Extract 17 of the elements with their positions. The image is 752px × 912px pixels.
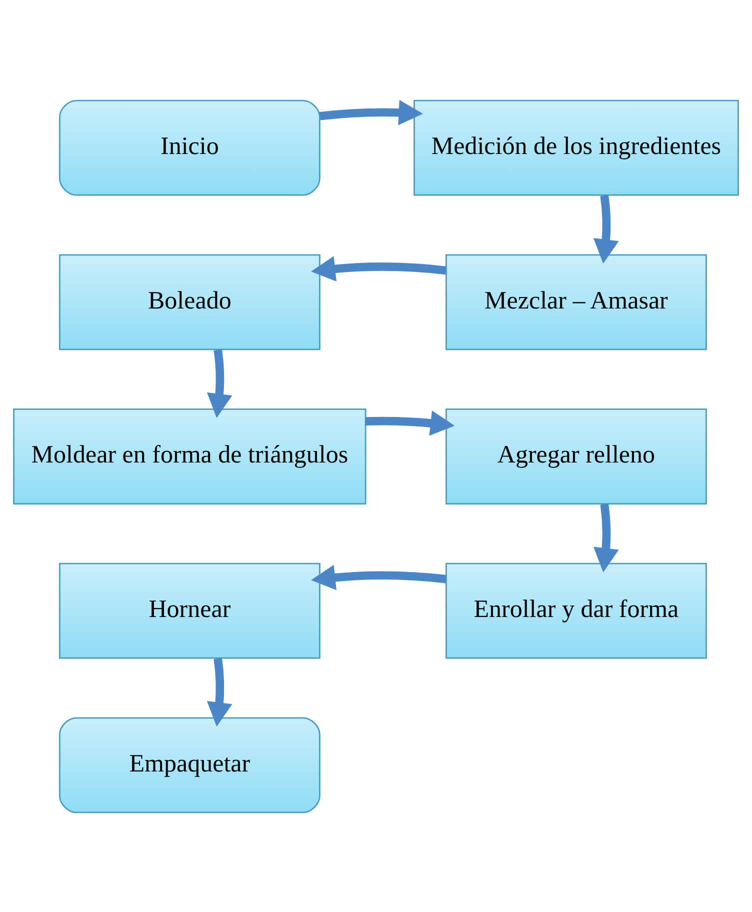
arrow xyxy=(319,99,423,125)
arrow xyxy=(593,503,619,572)
node-box: Moldear en forma de triángulos xyxy=(13,408,366,504)
arrow xyxy=(310,564,447,590)
arrow xyxy=(365,410,455,436)
node-box: Agregar relleno xyxy=(446,408,707,504)
node-box: Boleado xyxy=(59,254,320,350)
arrow xyxy=(206,657,232,726)
arrow xyxy=(593,194,619,264)
node-box: Inicio xyxy=(59,99,320,196)
node-box: Empaquetar xyxy=(59,716,320,813)
node-box: Mezclar – Amasar xyxy=(446,254,707,350)
node-box: Medición de los ingredientes xyxy=(414,99,739,196)
node-box: Enrollar y dar forma xyxy=(446,562,707,658)
arrow xyxy=(310,256,447,281)
arrow xyxy=(206,348,232,418)
node-box: Hornear xyxy=(59,562,320,658)
